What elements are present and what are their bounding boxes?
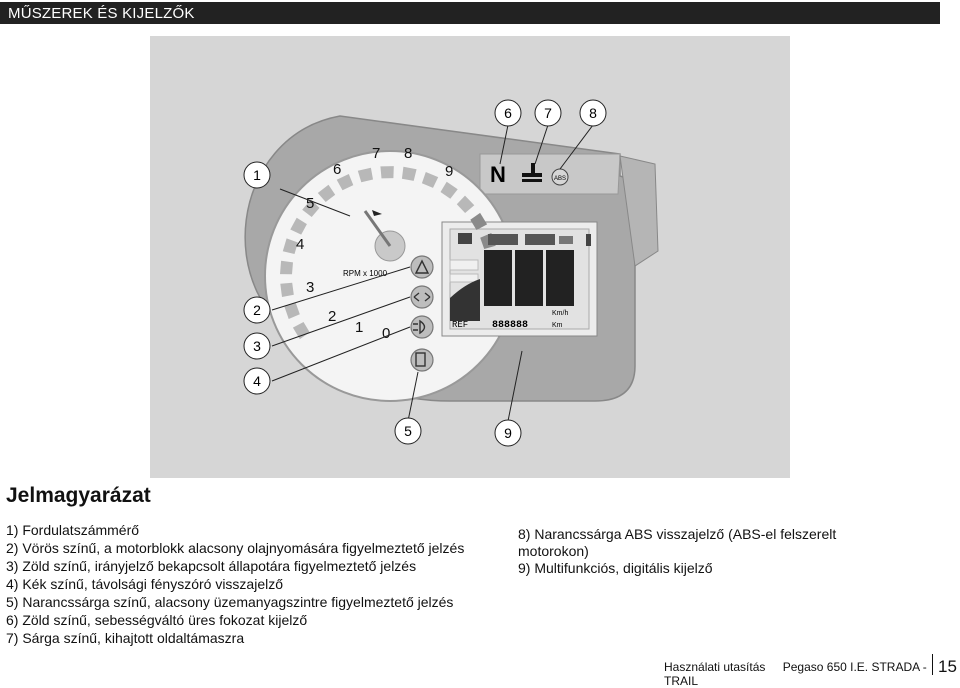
housing-right-flap xyxy=(619,155,659,267)
section-title: MŰSZEREK ÉS KIJELZŐK xyxy=(8,5,195,22)
tach-scale-segment xyxy=(380,166,394,179)
lcd-unit-kmh: Km/h xyxy=(552,310,568,317)
callout-leaders xyxy=(271,124,594,422)
legend-item-6: 6) Zöld színű, sebességváltó üres fokoza… xyxy=(6,612,308,628)
oil-pressure-lamp xyxy=(410,255,434,279)
tach-scale-segment xyxy=(280,260,293,275)
callout-9: 9 xyxy=(494,419,522,447)
svg-text:4: 4 xyxy=(253,373,261,389)
tach-num-1: 1 xyxy=(355,319,363,336)
legend-right-column: 8) Narancssárga ABS visszajelző (ABS-el … xyxy=(518,526,898,577)
legend-item-8: 8) Narancssárga ABS visszajelző (ABS-el … xyxy=(518,526,837,559)
callout-2: 2 xyxy=(243,296,271,324)
tach-num-5: 5 xyxy=(306,195,314,212)
indicator-pod xyxy=(479,153,621,195)
tach-num-7: 7 xyxy=(372,145,380,162)
fuel-pump-icon xyxy=(415,352,426,367)
fuel-reserve-lamp xyxy=(410,348,434,372)
tach-scale-segment xyxy=(292,322,310,340)
tach-scale-segment xyxy=(302,199,320,217)
page-footer: Használati utasítás Pegaso 650 I.E. STRA… xyxy=(664,660,960,688)
lcd-top-segment-3 xyxy=(559,236,573,244)
rpm-label: RPM x 1000 xyxy=(343,269,388,278)
legend-item-5: 5) Narancssárga színű, alacsony üzemanya… xyxy=(6,594,454,610)
tach-num-2: 2 xyxy=(328,308,336,325)
tach-scale-segment xyxy=(357,167,373,183)
tach-scale-segment xyxy=(317,184,336,202)
section-header: MŰSZEREK ÉS KIJELZŐK xyxy=(0,2,940,24)
callout-4: 4 xyxy=(243,367,271,395)
headlight-icon xyxy=(413,319,426,335)
svg-text:7: 7 xyxy=(544,105,552,121)
tach-scale-segment xyxy=(282,238,298,254)
footer-manual-label: Használati utasítás xyxy=(664,660,766,674)
tach-num-6: 6 xyxy=(333,161,341,178)
callout-3: 3 xyxy=(243,332,271,360)
tach-scale-segment xyxy=(336,174,354,191)
svg-text:6: 6 xyxy=(504,105,512,121)
legend-item-3: 3) Zöld színű, irányjelző bekapcsolt áll… xyxy=(6,558,417,574)
lcd-bar-2 xyxy=(449,273,479,283)
callout-8: 8 xyxy=(579,99,607,127)
tach-num-3: 3 xyxy=(306,279,314,296)
neutral-indicator: N xyxy=(490,162,506,187)
lcd-side-icon xyxy=(586,234,591,246)
legend-left-column: 1) Fordulatszámmérő 2) Vörös színű, a mo… xyxy=(6,521,464,647)
tach-scale-segment xyxy=(401,166,417,181)
page-number: 15 xyxy=(938,657,957,676)
footer-divider xyxy=(932,654,933,675)
lcd-bar-1 xyxy=(449,259,479,271)
callouts: 1 2 3 4 5 6 7 8 9 xyxy=(243,99,607,447)
legend-item-9: 9) Multifunkciós, digitális kijelző xyxy=(518,560,713,576)
tach-num-8: 8 xyxy=(404,145,412,162)
lcd-unit-km: Km xyxy=(552,322,563,329)
callout-1: 1 xyxy=(243,161,271,189)
svg-text:9: 9 xyxy=(504,425,512,441)
lcd-odometer: 888888 xyxy=(492,320,528,331)
lcd-fuel-icon xyxy=(458,233,472,244)
tach-num-4: 4 xyxy=(296,236,304,253)
tach-scale-segment xyxy=(290,217,307,235)
legend-item-2: 2) Vörös színű, a motorblokk alacsony ol… xyxy=(6,540,465,556)
abs-indicator: ABS xyxy=(554,176,566,182)
needle-pointer-mark xyxy=(372,210,382,216)
dashboard-illustration: 0 1 2 3 4 5 6 7 8 9 RPM x 1000 xyxy=(243,99,659,447)
legend-item-7: 7) Sárga színű, kihajtott oldaltámaszra xyxy=(6,630,245,646)
svg-text:3: 3 xyxy=(253,338,261,354)
callout-5: 5 xyxy=(394,417,422,445)
callout-7: 7 xyxy=(534,99,562,127)
turn-arrows-icon xyxy=(413,292,431,302)
lcd-content: REF 888888 Km/h Km xyxy=(449,233,591,331)
instrument-panel-figure: 0 1 2 3 4 5 6 7 8 9 RPM x 1000 xyxy=(150,36,790,478)
high-beam-lamp xyxy=(410,315,434,339)
lcd-top-segment-2 xyxy=(525,234,555,245)
tach-num-9: 9 xyxy=(445,163,453,180)
warning-triangle-icon xyxy=(414,259,430,274)
tach-scale-segment xyxy=(284,303,300,319)
tachometer-numbers: 0 1 2 3 4 5 6 7 8 9 xyxy=(296,145,453,342)
tach-scale-segment xyxy=(440,181,458,199)
tach-scale-segment xyxy=(456,195,475,213)
lcd-ref-label: REF xyxy=(452,320,468,330)
sidestand-icon xyxy=(522,163,542,182)
legend-title: Jelmagyarázat xyxy=(6,484,151,507)
lcd-top-segment-1 xyxy=(488,234,518,245)
lcd-tacho-bargraph xyxy=(450,279,480,321)
tach-num-0: 0 xyxy=(382,325,390,342)
legend-item-4: 4) Kék színű, távolsági fényszóró vissza… xyxy=(6,576,284,592)
turn-indicator-lamp xyxy=(410,285,434,309)
svg-text:5: 5 xyxy=(404,423,412,439)
svg-text:8: 8 xyxy=(589,105,597,121)
svg-text:2: 2 xyxy=(253,302,261,318)
tachometer-needle xyxy=(363,210,392,247)
tach-scale-segment xyxy=(421,172,439,188)
svg-text:1: 1 xyxy=(253,167,261,183)
callout-6: 6 xyxy=(494,99,522,127)
lcd-speed-digits xyxy=(484,250,574,306)
legend-item-1: 1) Fordulatszámmérő xyxy=(6,522,140,538)
tach-scale-segment xyxy=(470,212,488,230)
tach-scale-segment xyxy=(280,282,294,297)
